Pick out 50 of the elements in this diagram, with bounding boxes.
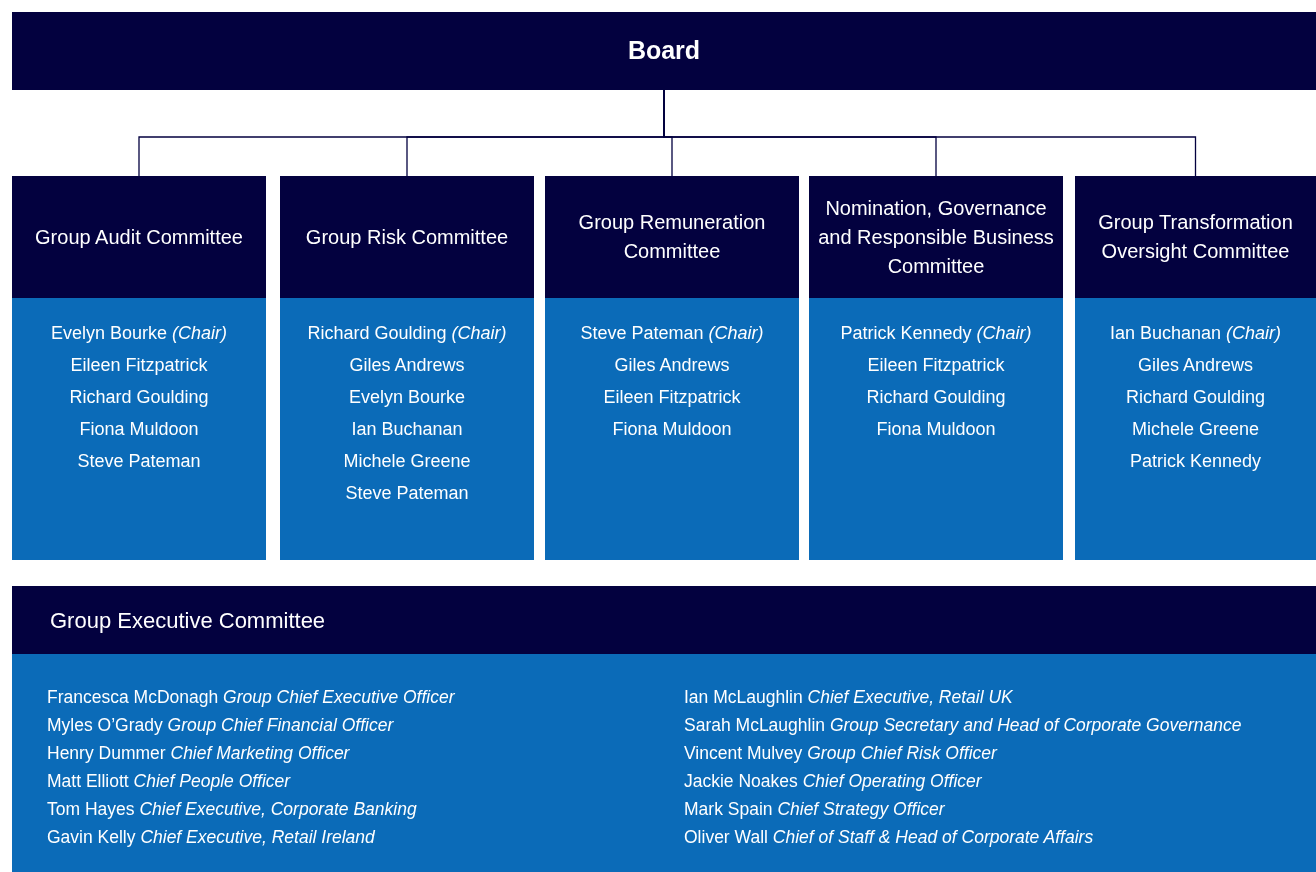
member-name: Ian Buchanan (351, 418, 463, 441)
member-name: Patrick Kennedy (Chair) (840, 322, 1032, 345)
member-name: Giles Andrews (349, 354, 465, 377)
executive-entry: Henry Dummer Chief Marketing Officer (47, 742, 351, 765)
board-box (12, 12, 1316, 90)
executive-entry: Ian McLaughlin Chief Executive, Retail UK (684, 686, 1014, 709)
member-name: Fiona Muldoon (876, 418, 996, 441)
committee-heading: Nomination, Governance and Responsible Business Committee (817, 195, 1055, 279)
committee-heading: Group Remuneration Committee (577, 210, 767, 264)
member-name: Eileen Fitzpatrick (603, 386, 741, 409)
member-name: Richard Goulding (Chair) (307, 322, 507, 345)
member-name: Giles Andrews (1137, 354, 1254, 377)
member-name: Fiona Muldoon (79, 418, 199, 441)
executive-entry: Tom Hayes Chief Executive, Corporate Banking (47, 798, 418, 821)
committee-card (809, 176, 1063, 560)
member-name: Steve Pateman (345, 482, 469, 505)
executive-entry: Myles O’Grady Group Chief Financial Officer (47, 714, 395, 737)
member-name: Michele Greene (1131, 418, 1260, 441)
committee-heading: Group Risk Committee (305, 224, 509, 250)
member-name: Richard Goulding (866, 386, 1006, 409)
executive-entry: Jackie Noakes Chief Operating Officer (684, 770, 983, 793)
member-name: Michele Greene (343, 450, 471, 473)
member-name: Eileen Fitzpatrick (70, 354, 208, 377)
committee-panel (12, 586, 1316, 872)
member-name: Richard Goulding (1125, 386, 1266, 409)
committee-card (545, 176, 799, 560)
member-name: Patrick Kennedy (1129, 450, 1262, 473)
committee-card (12, 176, 266, 560)
committee-heading: Group Transformation Oversight Committee (1097, 210, 1294, 264)
member-name: Fiona Muldoon (612, 418, 732, 441)
member-name: Steve Pateman (77, 450, 201, 473)
executive-entry: Matt Elliott Chief People Officer (47, 770, 292, 793)
executive-entry: Oliver Wall Chief of Staff & Head of Corporate Affairs (684, 826, 1095, 849)
executive-entry: Mark Spain Chief Strategy Officer (684, 798, 946, 821)
committee-card (1075, 176, 1316, 560)
committee-card (280, 176, 534, 560)
executive-entry: Sarah McLaughlin Group Secretary and Head of Corporate Governance (684, 714, 1242, 737)
executive-entry: Francesca McDonagh Group Chief Executive Officer (47, 686, 456, 709)
committee-heading: Group Executive Committee (50, 606, 326, 635)
board-title: Board (627, 35, 701, 67)
executive-entry: Vincent Mulvey Group Chief Risk Officer (684, 742, 999, 765)
member-name: Ian Buchanan (Chair) (1109, 322, 1282, 345)
member-name: Giles Andrews (614, 354, 730, 377)
member-name: Eileen Fitzpatrick (867, 354, 1005, 377)
member-name: Steve Pateman (Chair) (580, 322, 764, 345)
member-name: Richard Goulding (69, 386, 209, 409)
member-name: Evelyn Bourke (Chair) (50, 322, 228, 345)
member-name: Evelyn Bourke (348, 386, 466, 409)
executive-entry: Gavin Kelly Chief Executive, Retail Ireland (47, 826, 376, 849)
committee-heading: Group Audit Committee (35, 224, 243, 250)
